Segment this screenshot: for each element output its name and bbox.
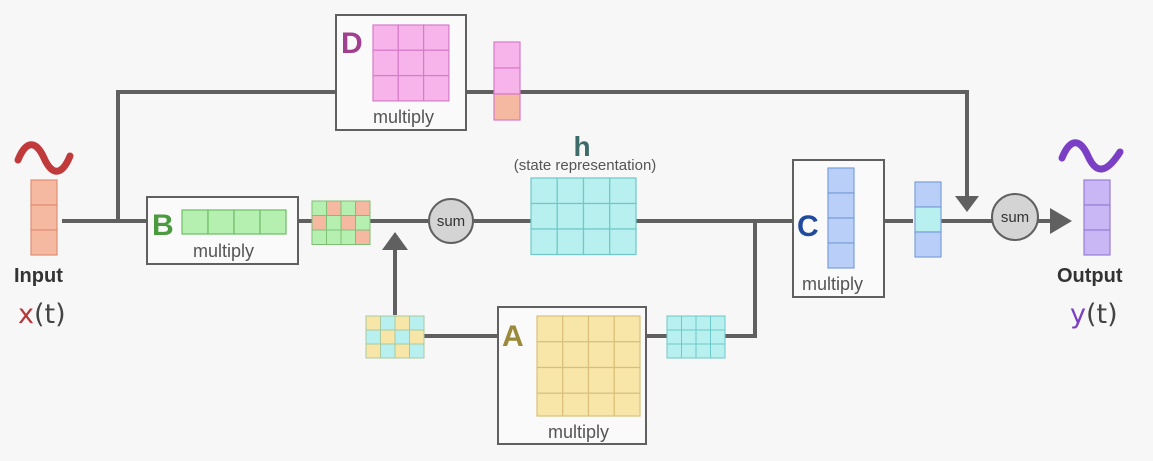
d-letter: D [341, 27, 363, 60]
c-matrix [827, 167, 855, 269]
arrowheads [382, 196, 1072, 250]
b-box: B multiply [146, 196, 299, 265]
x-var: x [18, 299, 34, 330]
x-paren: (t) [34, 299, 66, 330]
sum-right-label: sum [1001, 209, 1029, 226]
c-letter: C [797, 210, 819, 243]
c-multiply: multiply [802, 274, 863, 294]
c-result-vector [914, 181, 942, 258]
sum-node-right: sum [991, 193, 1039, 241]
h-feedback-cells [666, 315, 726, 359]
sum-node-left: sum [428, 198, 474, 244]
sum-left-label: sum [437, 213, 465, 230]
b-result-cells [311, 200, 371, 245]
line-skip-up [116, 90, 336, 221]
h-matrix [530, 177, 637, 256]
output-wave-icon [1058, 139, 1124, 173]
arrow-into-sum2 [955, 196, 979, 212]
a-matrix [536, 315, 641, 417]
line-d-to-right [466, 90, 969, 203]
a-multiply: multiply [548, 422, 609, 442]
h-label: h [573, 131, 590, 162]
a-result-cells [365, 315, 425, 359]
d-box: D multiply [335, 14, 467, 131]
output-label: Output [1057, 265, 1123, 287]
state-h: h (state representation) [514, 131, 657, 256]
a-letter: A [502, 320, 524, 353]
a-box: A multiply [497, 306, 647, 445]
y-paren: (t) [1086, 299, 1118, 330]
arrow-to-output [1050, 208, 1072, 234]
b-matrix [181, 209, 287, 235]
y-var: y [1070, 299, 1086, 330]
input-vector [30, 179, 58, 256]
h-sublabel: (state representation) [514, 157, 657, 174]
output-var: y(t) [1070, 299, 1118, 330]
b-letter: B [152, 209, 174, 242]
output-block: Output y(t) [1057, 139, 1124, 330]
b-multiply: multiply [193, 241, 254, 261]
line-feedback-down [725, 221, 757, 338]
input-block: Input x(t) [14, 141, 74, 330]
input-label: Input [14, 265, 63, 287]
d-matrix [372, 24, 450, 102]
input-var: x(t) [18, 299, 66, 330]
arrow-up-to-sum [382, 232, 408, 250]
d-multiply: multiply [373, 107, 434, 127]
c-box: C multiply [792, 159, 885, 298]
d-result-vector [493, 41, 521, 121]
output-vector [1083, 179, 1111, 256]
input-wave-icon [14, 141, 74, 175]
